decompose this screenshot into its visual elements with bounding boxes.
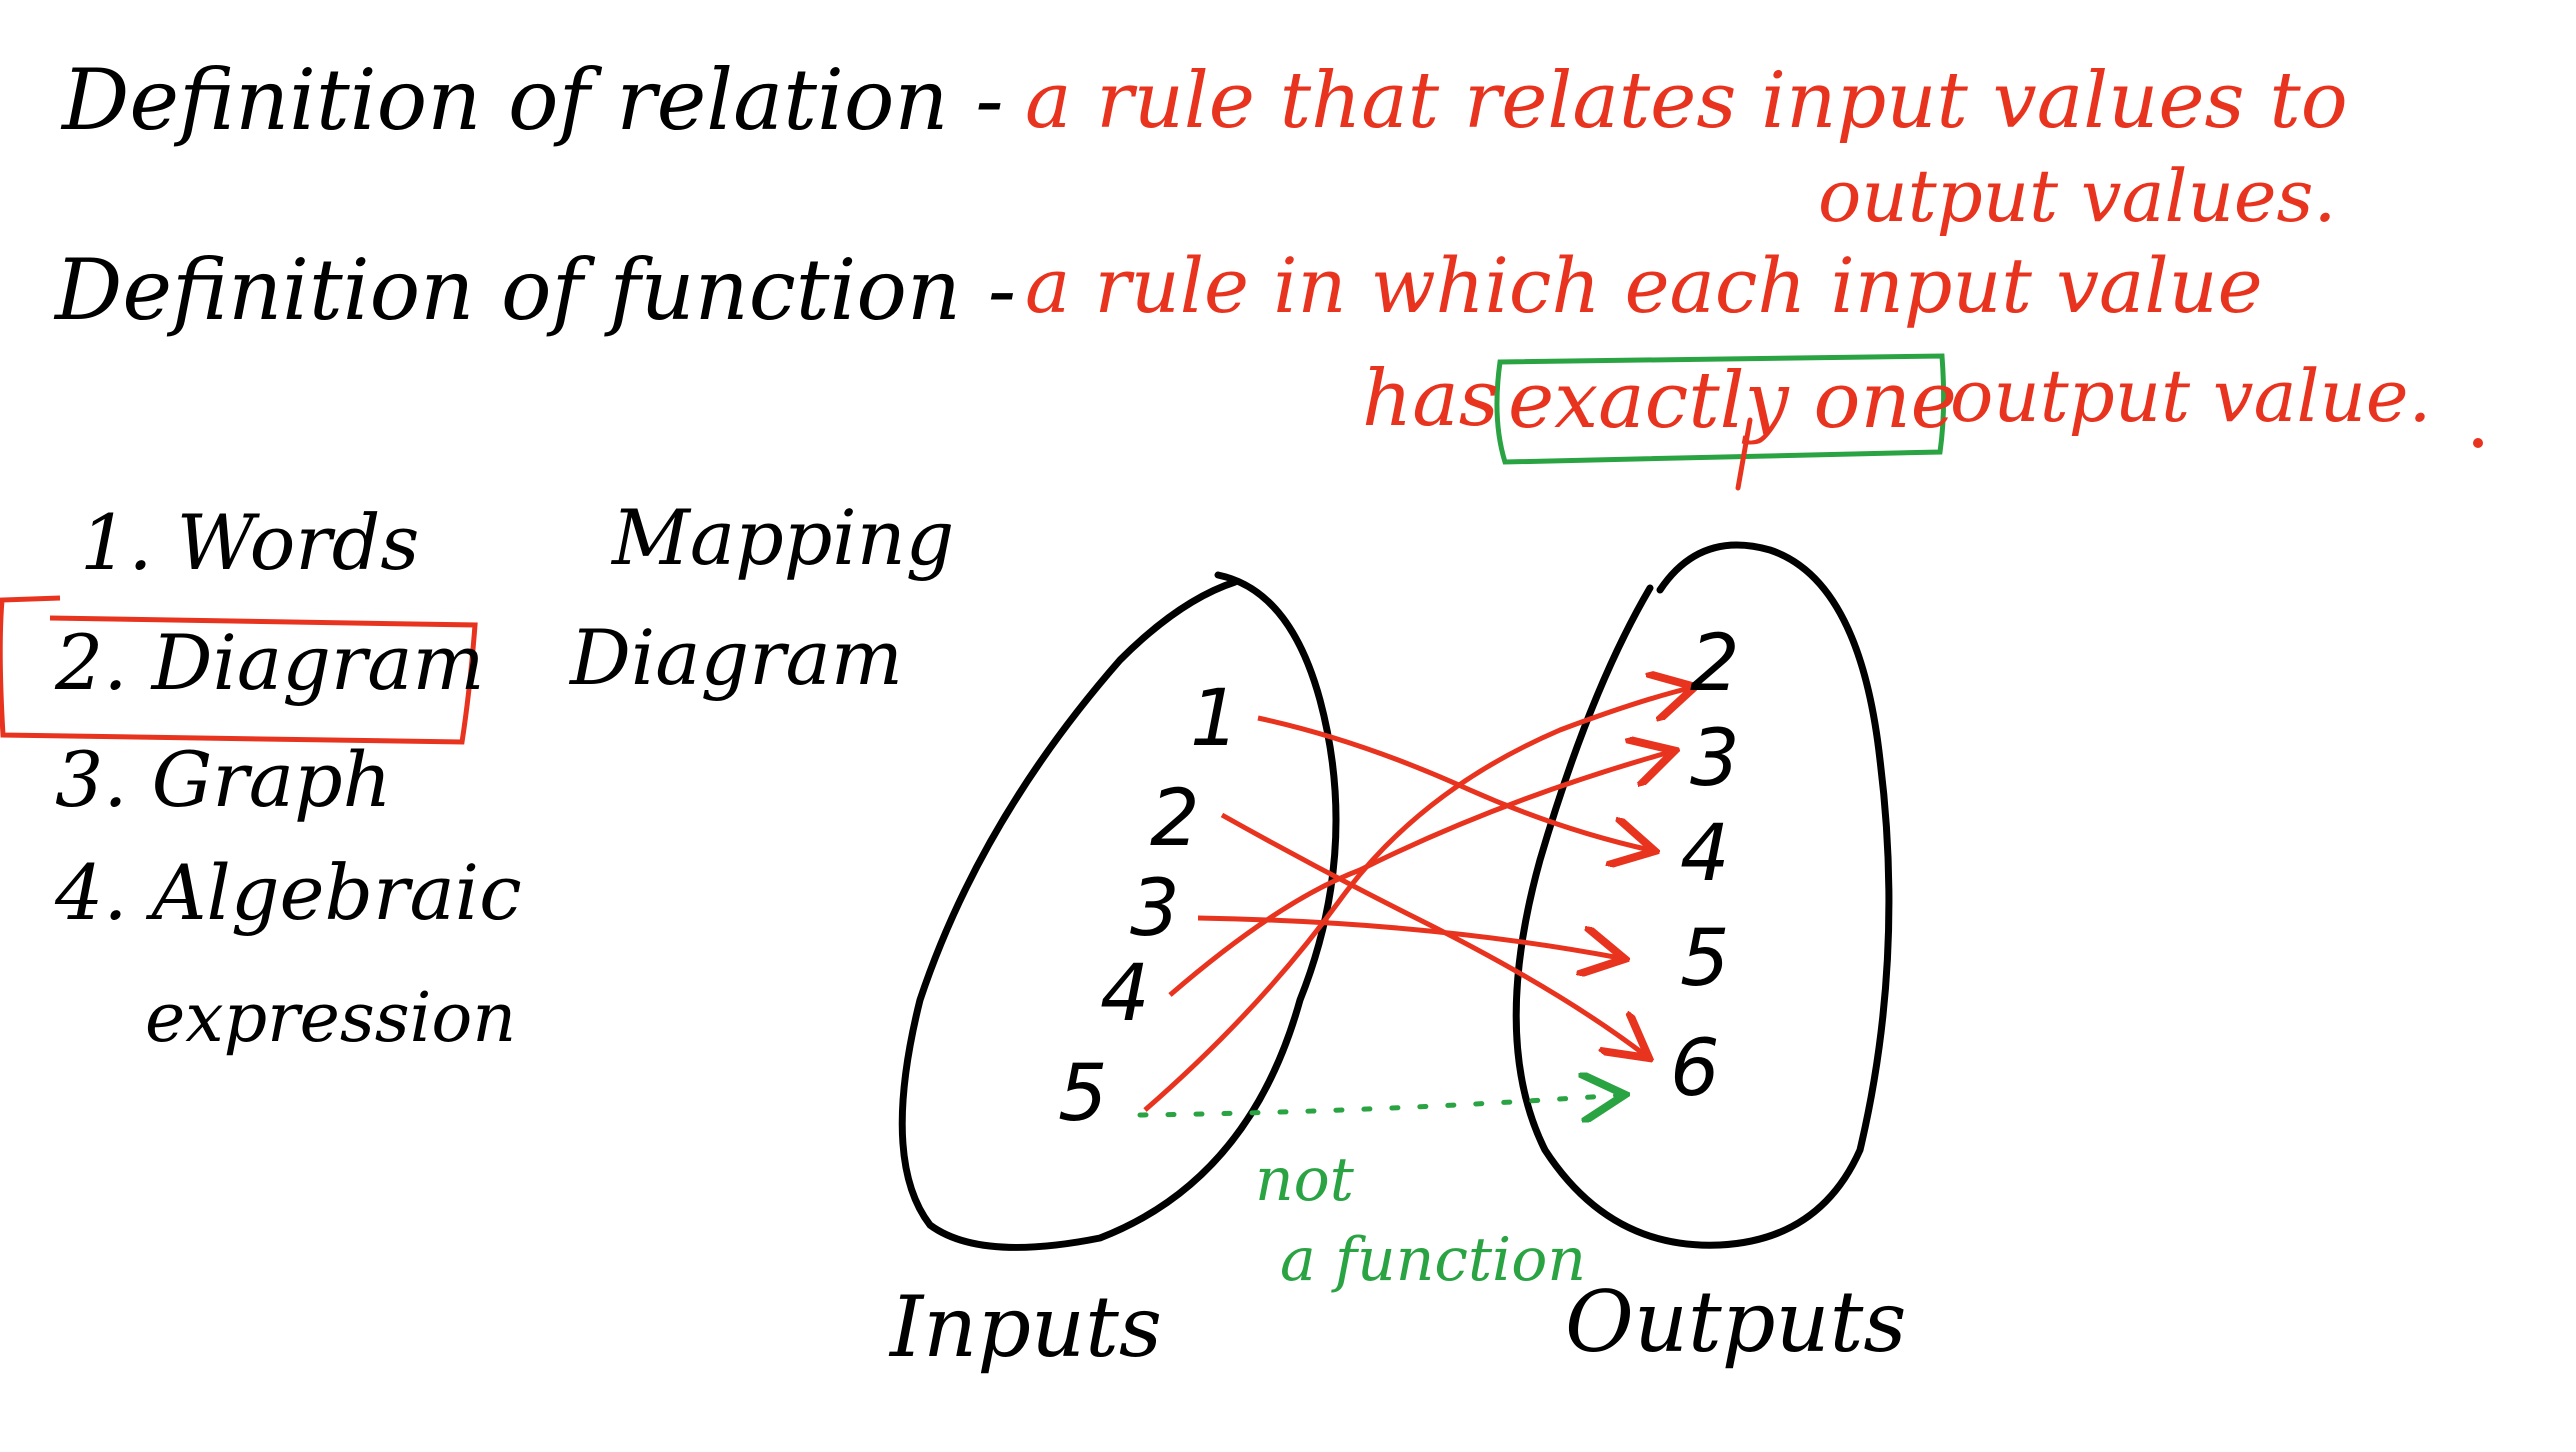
output-value: 4 (1680, 809, 1730, 899)
arrow-2-to-6 (1220, 812, 1645, 1055)
output-value: 3 (1690, 714, 1740, 804)
representation-item-continued: expression (145, 979, 517, 1058)
representation-item: 4. Algebraic (55, 848, 522, 937)
function-definition-has: has (1362, 354, 1499, 444)
mapping-diagram-label-line1: Mapping (612, 493, 955, 582)
representation-item-highlighted: 2. Diagram (55, 618, 485, 707)
arrow-1-to-4 (1257, 715, 1650, 850)
input-value: 3 (1130, 864, 1180, 954)
function-definition-text-line1: a rule in which each input value (1025, 241, 2263, 330)
arrow-4-to-3 (1168, 752, 1670, 997)
mapping-diagram-label-line2: Diagram (570, 613, 903, 702)
function-definition-term: Definition of function - (55, 241, 1017, 339)
output-value: 5 (1680, 914, 1730, 1004)
representation-item: 3. Graph (55, 735, 392, 824)
inputs-label: Inputs (890, 1278, 1163, 1376)
inputs-oval (898, 571, 1340, 1251)
not-a-function-note-line2: a function (1280, 1225, 1587, 1295)
input-value: 5 (1058, 1049, 1108, 1139)
relation-definition-text-line1: a rule that relates input values to (1025, 56, 2348, 146)
output-value: 6 (1670, 1024, 1720, 1114)
arrow-5-to-2 (1143, 688, 1690, 1112)
output-value: 2 (1690, 619, 1740, 709)
highlight-box-diagram (0, 595, 478, 745)
function-definition-exactly-one: exactly one (1508, 356, 1957, 446)
relation-definition-text-line2: output values. (1818, 154, 2337, 238)
not-a-function-note-line1: not (1255, 1145, 1354, 1215)
function-definition-text-end: output value. (1950, 354, 2432, 438)
outputs-label: Outputs (1565, 1273, 1907, 1371)
input-value: 1 (1190, 674, 1240, 764)
arrow-5-to-6-dotted (1137, 1095, 1620, 1115)
representation-item: 1. Words (80, 498, 420, 587)
arrow-3-to-5 (1197, 915, 1620, 958)
input-value: 4 (1100, 949, 1150, 1039)
outputs-oval (1512, 541, 1893, 1249)
relation-definition-term: Definition of relation - (62, 51, 1004, 149)
highlight-box-exactly-one (1494, 353, 1947, 465)
input-value: 2 (1150, 774, 1200, 864)
